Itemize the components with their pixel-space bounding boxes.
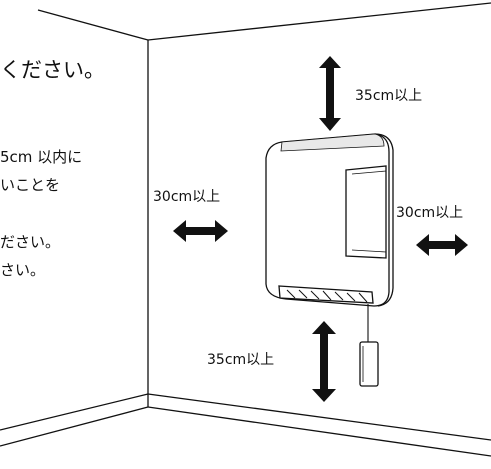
room-walls — [0, 2, 491, 457]
clearance-arrows — [173, 56, 468, 402]
heater-side-panel-inner — [351, 170, 387, 253]
heater-side-panel — [345, 165, 387, 259]
ceiling-line-left — [37, 9, 149, 41]
instruction-line-1: ください。 — [0, 58, 105, 82]
clearance-left-label: 30cm以上 — [153, 189, 221, 205]
wall-heater — [265, 133, 394, 387]
instruction-line-3: いことを — [0, 176, 61, 194]
instruction-line-4: ださい。 — [0, 233, 61, 251]
heater-vent-louvers — [286, 289, 368, 303]
ceiling-line-right — [147, 2, 491, 41]
baseboard-line-right — [147, 406, 491, 457]
floor-line-right — [147, 393, 491, 441]
floor-line-left — [0, 393, 149, 431]
heater-side-edge — [374, 133, 394, 307]
heater-top-shade — [280, 133, 385, 152]
baseboard-line-left — [0, 406, 149, 447]
arrow-vertical-top-icon — [319, 56, 341, 131]
arrow-horizontal-left-icon — [173, 220, 228, 242]
clearance-right-label: 30cm以上 — [396, 205, 464, 221]
clearance-bottom-label: 35cm以上 — [207, 352, 275, 368]
instruction-line-5: さい。 — [0, 261, 46, 279]
instruction-line-2: 5cm 以内に — [0, 148, 83, 166]
arrow-horizontal-right-icon — [416, 234, 468, 256]
arrow-vertical-bottom-icon — [312, 321, 336, 402]
clearance-top-label: 35cm以上 — [355, 88, 423, 104]
remote-plug — [359, 341, 379, 387]
